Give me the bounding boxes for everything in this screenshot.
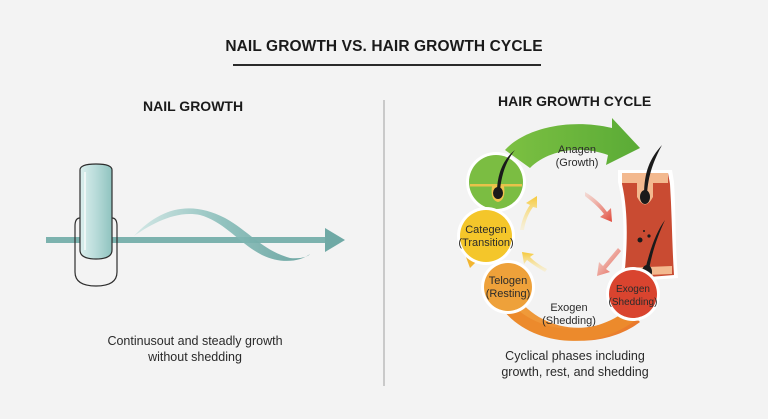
title-underline: [233, 64, 541, 66]
phase-exogen-bottom: Exogen (Shedding): [529, 302, 609, 328]
hair-cycle-illustration: [457, 118, 678, 341]
phase-exogen-name: Exogen: [550, 302, 588, 314]
section-divider: [383, 100, 385, 386]
phase-categen: Categen (Transition): [451, 224, 521, 250]
phase-exogen-right: Exogen (Shedding): [603, 283, 663, 309]
nail-caption-line2: without shedding: [148, 350, 242, 364]
hair-growth-heading: HAIR GROWTH CYCLE: [498, 93, 652, 109]
phase-exogen-right-desc: (Shedding): [608, 297, 658, 308]
hair-caption-line2: growth, rest, and shedding: [501, 365, 649, 379]
phase-telogen-name: Telogen: [488, 275, 528, 287]
hair-caption-line1: Cyclical phases including: [505, 349, 645, 363]
phase-exogen-right-name: Exogen: [616, 284, 650, 295]
hair-caption: Cyclical phases including growth, rest, …: [460, 348, 690, 380]
phase-telogen-desc: (Resting): [485, 288, 531, 300]
phase-telogen: Telogen (Resting): [478, 275, 538, 301]
phase-categen-name: Categen: [465, 224, 507, 236]
phase-anagen-desc: (Growth): [555, 157, 599, 169]
phase-categen-desc: (Transition): [458, 237, 514, 249]
nail-growth-heading: NAIL GROWTH: [143, 98, 244, 114]
phase-exogen-desc: (Shedding): [542, 315, 596, 327]
page-title: NAIL GROWTH VS. HAIR GROWTH CYCLE: [225, 38, 543, 55]
nail-caption-line1: Continusout and steadly growth: [107, 334, 283, 348]
phase-anagen-name: Anagen: [558, 144, 596, 156]
nail-caption: Continusout and steadly growth without s…: [70, 333, 320, 365]
nail-illustration: [46, 163, 345, 287]
phase-anagen: Anagen (Growth): [532, 144, 622, 170]
